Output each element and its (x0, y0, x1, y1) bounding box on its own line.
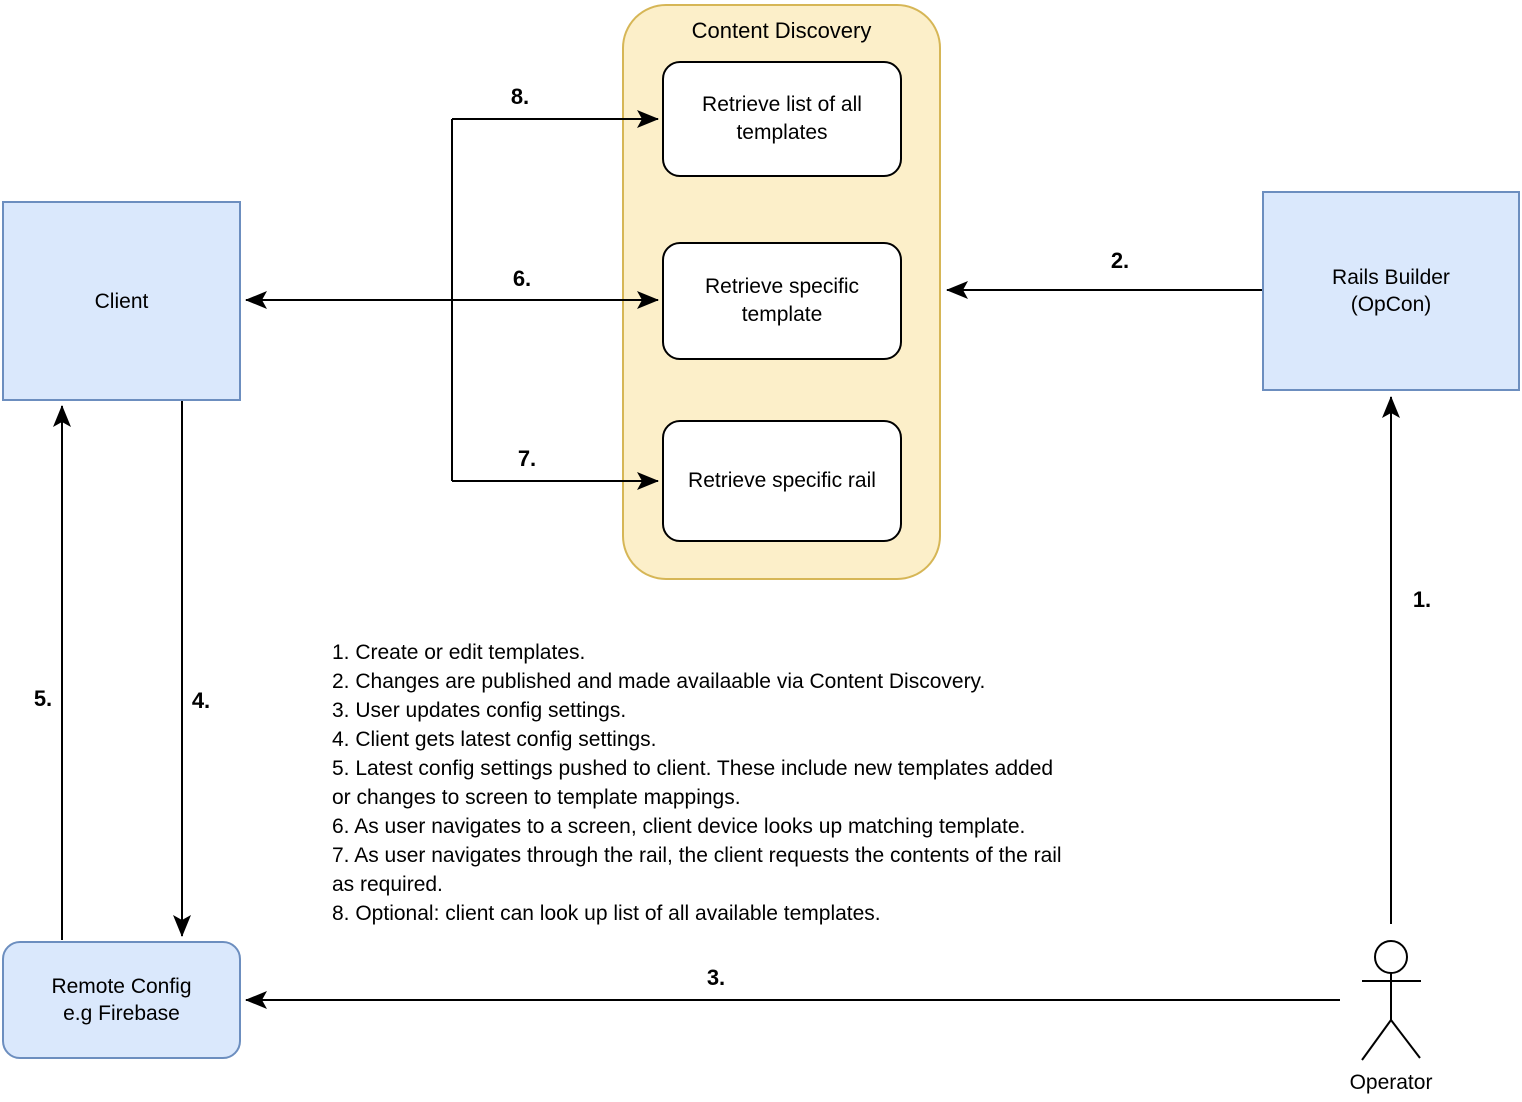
node-label: Retrieve specific rail (688, 469, 876, 492)
operator-figure-icon (1361, 940, 1421, 1061)
arrow-label-5: 5. (33, 686, 53, 711)
content-discovery-title: Content Discovery (691, 18, 872, 43)
node-rails-builder: Rails Builder (OpCon) (1262, 191, 1520, 391)
notes-list: 1. Create or edit templates. 2. Changes … (332, 638, 1062, 928)
note-line: as required. (332, 873, 443, 896)
arrow-label-7: 7. (517, 446, 537, 471)
node-label: Retrieve specific template (704, 275, 860, 326)
note-line: 2. Changes are published and made availa… (332, 670, 986, 693)
node-remote-config: Remote Config e.g Firebase (2, 941, 241, 1059)
operator-leg-left (1361, 1019, 1392, 1061)
note-line: 8. Optional: client can look up list of … (332, 902, 881, 925)
node-label: Rails Builder (1332, 266, 1450, 289)
node-retrieve-list-of-all-templates: Retrieve list of all templates (662, 61, 902, 177)
node-label: (OpCon) (1350, 293, 1432, 316)
arrow-label-4: 4. (191, 688, 211, 713)
note-line: 7. As user navigates through the rail, t… (332, 844, 1062, 867)
node-retrieve-specific-rail: Retrieve specific rail (662, 420, 902, 542)
note-line: 6. As user navigates to a screen, client… (332, 815, 1026, 838)
node-client: Client (2, 201, 241, 401)
node-label: Remote Config (51, 975, 192, 998)
operator-head (1374, 940, 1408, 974)
node-label: Client (94, 289, 149, 313)
operator-leg-right (1390, 1019, 1421, 1059)
arrow-label-3: 3. (706, 965, 726, 990)
note-line: 3. User updates config settings. (332, 699, 627, 722)
arrow-label-1: 1. (1412, 587, 1432, 612)
content-discovery-group: Content Discovery Retrieve list of all t… (622, 4, 941, 580)
note-line: 5. Latest config settings pushed to clie… (332, 757, 1054, 780)
operator-label: Operator (1349, 1071, 1433, 1094)
note-line: 4. Client gets latest config settings. (332, 728, 657, 751)
arrow-label-8: 8. (510, 84, 530, 109)
node-label: e.g Firebase (63, 1002, 180, 1025)
arrow-label-2: 2. (1110, 248, 1130, 273)
note-line: 1. Create or edit templates. (332, 641, 586, 664)
node-retrieve-specific-template: Retrieve specific template (662, 242, 902, 360)
node-label: Retrieve list of all templates (702, 93, 862, 144)
arrow-label-6: 6. (512, 266, 532, 291)
note-line: or changes to screen to template mapping… (332, 786, 741, 809)
